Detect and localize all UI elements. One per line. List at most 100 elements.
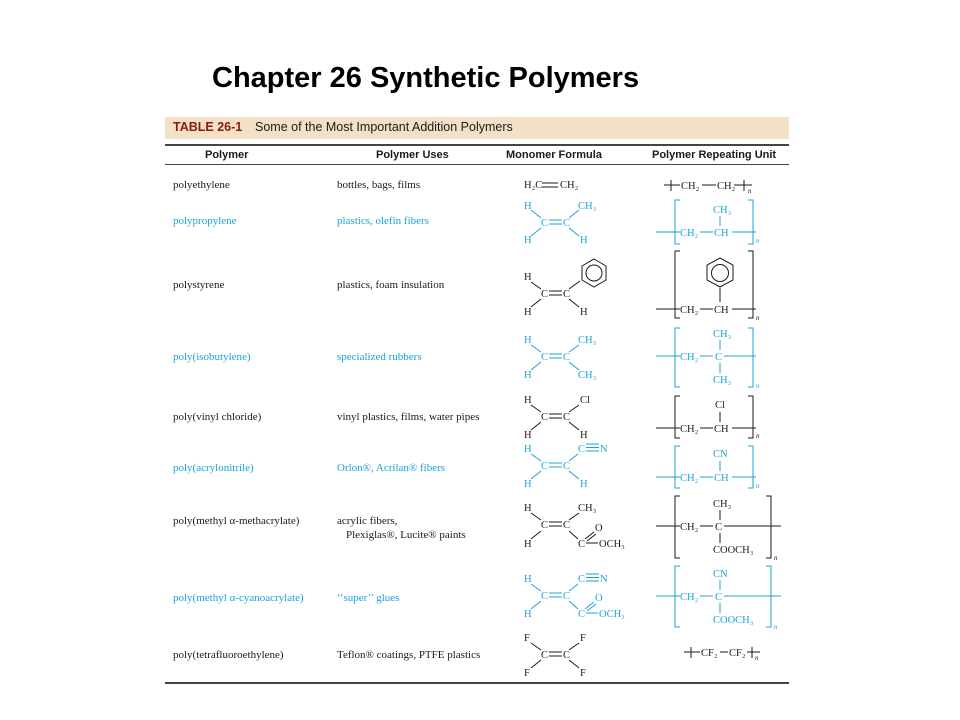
repeat-polytetrafluoroethylene: CF₂ CF₂ n [684,647,760,662]
repeat-polymethyl-cyanoacrylate: CH₂ C CN COOCH₃ n [656,565,781,631]
atom-label: CH₃ [713,329,732,340]
atom-label: O [595,593,603,604]
atom-label: CH [714,473,729,484]
atom-label: CH₂ [717,181,736,192]
atom-label: C [541,218,548,229]
subscript-n: n [774,623,778,631]
monomer-isobutylene: H C C CH₃ H CH₃ [524,335,597,381]
monomer-methyl-cyanoacrylate: H C C C N H C O OCH₃ [524,573,625,620]
atom-label: CN [713,449,728,460]
header-polymer-uses: Polymer Uses [376,149,449,161]
atom-label: H [524,335,532,346]
atom-label: OCH₃ [599,609,625,620]
atom-label: H [580,307,588,318]
atom-label: COOCH₃ [713,615,754,626]
header-polymer: Polymer [205,149,249,161]
repeat-polyisobutylene: CH₂ C CH₃ CH₃ n [656,327,760,390]
atom-label: CH₂ [681,181,700,192]
polymer-uses: ‘‘super’’ glues [337,592,400,604]
subscript-n: n [756,482,760,490]
polymer-uses-line2: Plexiglas®, Lucite® paints [346,529,466,541]
repeat-polypropylene: CH₂ CH CH₃ n [656,199,760,245]
table-caption-banner: TABLE 26-1 Some of the Most Important Ad… [165,117,789,139]
atom-label: N [600,444,608,455]
atom-label: H [524,609,532,620]
atom-label: CH₂ [680,424,699,435]
atom-label: C [541,591,548,602]
polymer-name: poly(acrylonitrile) [173,462,254,474]
header-monomer-formula: Monomer Formula [506,149,602,161]
atom-label: CH₂ [680,473,699,484]
polymer-uses: Teflon® coatings, PTFE plastics [337,649,481,661]
table-number: TABLE 26-1 [173,120,243,134]
atom-label: CH [714,228,729,239]
atom-label: CN [713,569,728,580]
polymer-name: polypropylene [173,215,237,227]
atom-label: CH₂ [680,305,699,316]
subscript-n: n [755,654,759,662]
atom-label: CH₃ [578,335,597,346]
atom-label: C [578,444,585,455]
monomer-styrene: H C C H H [524,258,607,318]
polymer-name: poly(isobutylene) [173,351,251,363]
subscript-n: n [774,554,778,562]
atom-label: C [541,352,548,363]
atom-label: H [524,444,532,455]
subscript-n: n [748,187,752,195]
table-top-rule [165,144,789,146]
benzene-ring [706,257,734,288]
atom-label: C [541,650,548,661]
polymer-uses: acrylic fibers, [337,515,398,527]
atom-label: C [578,609,585,620]
atom-label: C [715,522,722,533]
monomer-acrylonitrile: H C C C N H H [524,443,608,490]
repeat-polyvinyl-chloride: CH₂ CH Cl n [656,395,760,440]
atom-label: C [563,461,570,472]
atom-label: CH₃ [578,201,597,212]
atom-label: CF₂ [729,648,746,659]
atom-label: F [580,668,586,679]
atom-label: C [563,650,570,661]
atom-label: H [580,235,588,246]
atom-label: C [563,412,570,423]
atom-label: CH₃ [713,205,732,216]
benzene-ring [581,258,607,288]
polymer-uses: vinyl plastics, films, water pipes [337,411,480,423]
atom-label: CH₂ [680,352,699,363]
atom-label: H [524,201,532,212]
atom-label: OCH₃ [599,539,625,550]
atom-label: CH₃ [578,503,597,514]
atom-label: CH₃ [713,499,732,510]
atom-label: H [524,430,532,441]
atom-label: C [563,289,570,300]
polymer-name: poly(tetrafluoroethylene) [173,649,284,661]
table-caption: Some of the Most Important Addition Poly… [255,120,513,134]
atom-label: C [541,520,548,531]
subscript-n: n [756,432,760,440]
monomer-tetrafluoroethylene: F C C F F F [524,633,586,679]
polymer-uses: bottles, bags, films [337,179,421,191]
repeat-polymethyl-methacrylate: CH₂ C CH₃ COOCH₃ n [656,495,781,562]
table-bottom-rule [165,682,789,684]
atom-label: F [524,668,530,679]
polymer-name: poly(vinyl chloride) [173,411,262,423]
atom-label: Cl [580,395,590,406]
polymer-uses: plastics, olefin fibers [337,215,429,227]
monomer-vinyl-chloride: H C C Cl H H [524,395,590,441]
atom-label: H [524,539,532,550]
monomer-propylene: H C C CH₃ H H [524,201,597,246]
atom-label: CH₂ [560,180,579,191]
atom-label: CH₂ [680,228,699,239]
polymer-uses: Orlon®, Acrilan® fibers [337,462,446,474]
polymer-uses: specialized rubbers [337,351,422,363]
atom-label: CF₂ [701,648,718,659]
polymer-name: poly(methyl α-methacrylate) [173,515,300,527]
atom-label: H [580,430,588,441]
atom-label: H [524,370,532,381]
subscript-n: n [756,237,760,245]
atom-label: CH₃ [713,375,732,386]
polymer-uses: plastics, foam insulation [337,279,445,291]
atom-label: H [524,307,532,318]
atom-label: C [563,591,570,602]
